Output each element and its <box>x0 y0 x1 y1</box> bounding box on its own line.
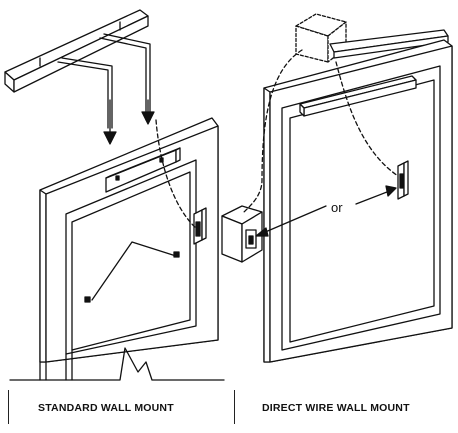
door-switch-right <box>397 160 409 200</box>
direct-wire-illustration <box>221 13 453 363</box>
or-arrows <box>255 185 397 237</box>
bracket-arms <box>57 33 151 129</box>
left-divider <box>8 390 9 424</box>
dashed-wiring <box>243 49 399 213</box>
break-line <box>9 347 225 381</box>
conduit-bar <box>329 29 449 59</box>
wiring <box>84 119 197 303</box>
right-caption: DIRECT WIRE WALL MOUNT <box>262 402 410 414</box>
header-rail <box>4 9 149 93</box>
door-frame <box>39 117 219 381</box>
wall-switch-box <box>221 205 263 263</box>
left-caption: STANDARD WALL MOUNT <box>38 402 174 414</box>
center-divider <box>234 390 235 424</box>
down-arrows <box>103 99 155 145</box>
door-frame-right <box>263 39 453 363</box>
standard-mount-illustration <box>4 9 225 381</box>
or-label: or <box>331 200 343 215</box>
header-magnet <box>299 75 417 117</box>
junction-box <box>295 13 347 63</box>
wall-switch <box>193 207 207 245</box>
